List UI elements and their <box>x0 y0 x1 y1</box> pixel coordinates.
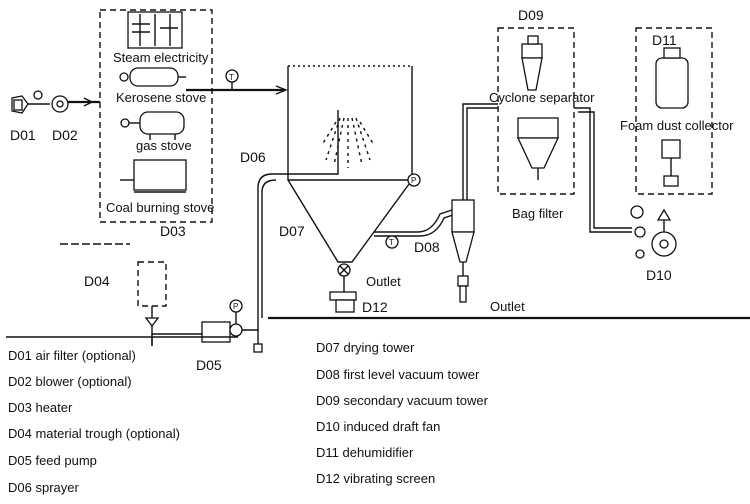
code-d12: D12 <box>362 299 388 315</box>
blower-unit: D02 <box>28 90 100 143</box>
code-d01: D01 <box>10 127 36 143</box>
first-cyclone-unit: T D08 <box>374 103 498 303</box>
code-d10: D10 <box>646 267 672 283</box>
code-d11: D11 <box>652 32 677 48</box>
legend-right-column: D07 drying tower D08 first level vacuum … <box>316 340 489 486</box>
hot-air-duct: T <box>186 69 288 95</box>
pressure-gauge-tower <box>407 173 421 187</box>
code-d09: D09 <box>518 7 544 23</box>
trough-dashed-body <box>137 261 167 307</box>
vibrating-screen-unit: D12 <box>329 276 388 315</box>
d11-dashed-frame <box>635 27 713 195</box>
feed-pump-unit: P D05 <box>151 299 263 373</box>
kerosene-stove-label: Kerosene stove <box>116 90 206 105</box>
legend-item: D10 induced draft fan <box>316 419 440 434</box>
sprayer-line: D06 <box>240 110 339 318</box>
kerosene-stove-icon <box>119 67 186 87</box>
pressure-gauge-tower-letter: P <box>411 176 416 185</box>
legend-item: D02 blower (optional) <box>8 374 132 389</box>
code-d03: D03 <box>160 223 186 239</box>
code-d06: D06 <box>240 149 266 165</box>
spray-pattern-icon <box>321 117 375 168</box>
legend-item: D04 material trough (optional) <box>8 426 180 441</box>
legend-item: D03 heater <box>8 400 73 415</box>
legend-item: D08 first level vacuum tower <box>316 367 480 382</box>
tower-outlet-label: Outlet <box>366 274 401 289</box>
legend-item: D06 sprayer <box>8 480 79 495</box>
material-trough-unit: D04 <box>60 243 167 346</box>
legend-item: D05 feed pump <box>8 453 97 468</box>
heater-dashed-frame <box>99 9 213 223</box>
coal-stove-label: Coal burning stove <box>106 200 214 215</box>
steam-electricity-label: Steam electricity <box>113 50 209 65</box>
main-outlet-label: Outlet <box>490 299 525 314</box>
thermometer-letter: T <box>229 73 234 82</box>
drying-tower-unit: P Outlet D07 <box>279 65 421 289</box>
legend-item: D12 vibrating screen <box>316 471 435 486</box>
code-d08: D08 <box>414 239 440 255</box>
induced-draft-fan-unit: D10 <box>634 208 677 283</box>
gas-stove-label: gas stove <box>136 138 192 153</box>
d09-dashed-frame <box>497 27 575 195</box>
cyclone-separator-label: Cyclone separator <box>489 90 595 105</box>
coal-stove-icon <box>120 159 187 193</box>
main-outlet-line: Outlet <box>268 299 750 320</box>
code-d02: D02 <box>52 127 78 143</box>
outlet-check-symbol <box>630 205 644 219</box>
legend-item: D01 air filter (optional) <box>8 348 136 363</box>
code-d07: D07 <box>279 223 305 239</box>
gas-stove-icon <box>120 111 185 140</box>
steam-electric-cabinet-icon <box>127 11 183 49</box>
exhaust-duct <box>574 107 644 233</box>
heater-unit: Steam electricity Kerosene stove gas sto… <box>99 9 214 239</box>
code-d04: D04 <box>84 273 110 289</box>
thermometer-outlet-letter: T <box>389 238 394 247</box>
pressure-gauge-pump-letter: P <box>233 302 238 311</box>
bag-filter-label: Bag filter <box>512 206 564 221</box>
legend-item: D07 drying tower <box>316 340 415 355</box>
thermometer-outlet <box>385 235 399 249</box>
legend-left-column: D01 air filter (optional) D02 blower (op… <box>8 348 180 495</box>
dehumidifier-unit: Foam dust collector D11 <box>620 27 734 195</box>
code-d05: D05 <box>196 357 222 373</box>
air-filter-unit: D01 <box>10 95 36 143</box>
secondary-vacuum-tower-unit: Cyclone separator Bag filter D09 <box>489 7 595 221</box>
legend-item: D11 dehumidifier <box>316 445 414 460</box>
foam-dust-collector-label: Foam dust collector <box>620 118 734 133</box>
legend-item: D09 secondary vacuum tower <box>316 393 489 408</box>
